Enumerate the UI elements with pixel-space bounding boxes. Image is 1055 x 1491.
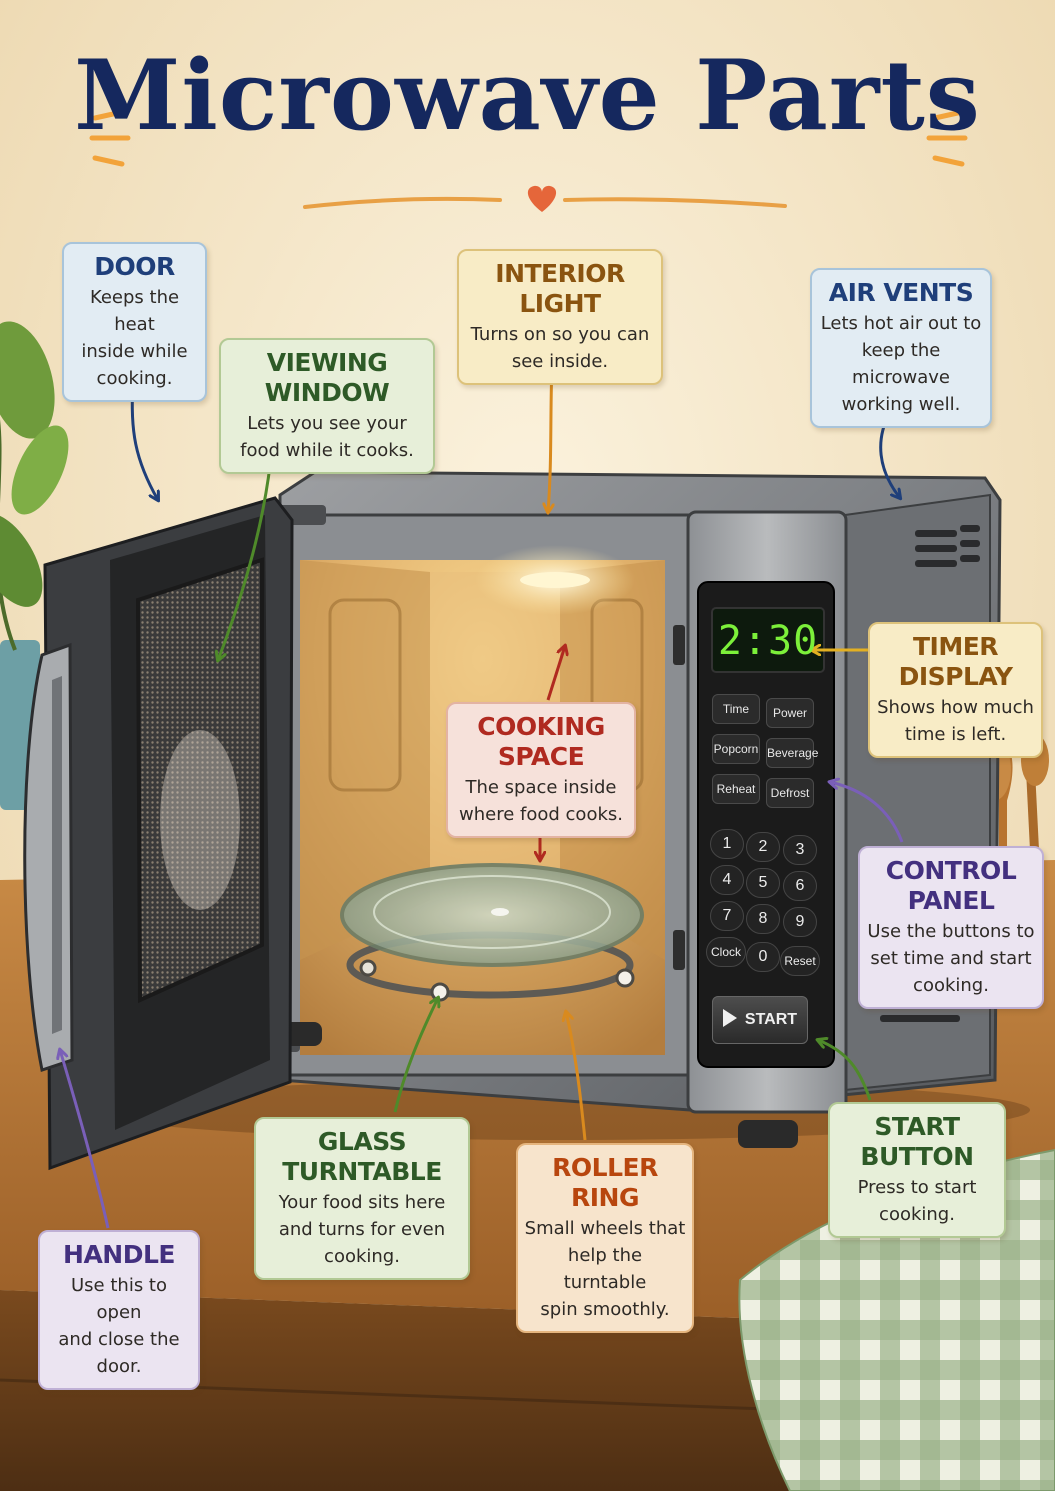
callout-text: Small wheels that	[524, 1218, 686, 1239]
callout-text: keep the microwave	[852, 340, 950, 388]
time-button[interactable]: Time	[712, 694, 760, 724]
callout-glass-turntable: GLASS TURNTABLE Your food sits here and …	[254, 1117, 470, 1280]
callout-text: see inside.	[511, 351, 609, 372]
heart-icon	[527, 185, 557, 212]
reheat-button[interactable]: Reheat	[712, 774, 760, 804]
callout-text: Shows how much	[877, 697, 1034, 718]
callout-title: CONTROL PANEL	[885, 856, 1017, 915]
callout-text: spin smoothly.	[540, 1299, 670, 1320]
viewing-window-arrow	[218, 447, 274, 660]
page-title: Microwave Parts	[74, 39, 981, 152]
start-button-label: START	[744, 1011, 798, 1028]
roller-ring-arrow	[566, 1012, 587, 1141]
roller-wheel	[615, 968, 635, 988]
keypad-9[interactable]: 9	[783, 907, 817, 937]
keypad-3[interactable]: 3	[783, 835, 817, 865]
callout-text: cooking.	[913, 975, 989, 996]
callout-air-vents: AIR VENTS Lets hot air out to keep the m…	[810, 268, 992, 428]
control-panel-arrow	[830, 782, 904, 843]
callout-title: INTERIOR LIGHT	[495, 259, 625, 318]
callout-text: Your food sits here	[278, 1192, 446, 1213]
beverage-button[interactable]: Beverage	[766, 738, 818, 768]
glass-turntable-arrow	[393, 998, 438, 1113]
callout-title: TIMER DISPLAY	[898, 632, 1013, 691]
callout-text: food while it cooks.	[240, 440, 414, 461]
callout-roller-ring: ROLLER RING Small wheels that help the t…	[516, 1143, 694, 1333]
callout-text: Use the buttons to	[867, 921, 1035, 942]
keypad-5[interactable]: 5	[746, 868, 780, 898]
popcorn-button[interactable]: Popcorn	[712, 734, 760, 764]
keypad-6[interactable]: 6	[783, 871, 817, 901]
callout-text: inside while	[81, 341, 188, 362]
callout-text: working well.	[841, 394, 961, 415]
callout-text: The space inside	[465, 777, 617, 798]
keypad-4[interactable]: 4	[710, 865, 744, 895]
clock-button[interactable]: Clock	[706, 937, 746, 967]
callout-text: where food cooks.	[459, 804, 623, 825]
callout-interior-light: INTERIOR LIGHT Turns on so you can see i…	[457, 249, 663, 385]
title-sparkles	[89, 109, 968, 167]
timer-display-readout: 2:30	[717, 618, 819, 664]
defrost-button[interactable]: Defrost	[766, 778, 814, 808]
callout-cooking-space: COOKING SPACE The space inside where foo…	[446, 702, 636, 838]
callout-text: Use this to open	[71, 1275, 167, 1323]
callout-text: and close the door.	[58, 1329, 180, 1377]
plant-decoration	[0, 321, 69, 810]
callout-start-button: START BUTTON Press to start cooking.	[828, 1102, 1006, 1238]
callout-title: GLASS TURNTABLE	[282, 1127, 442, 1186]
callout-text: cooking.	[324, 1246, 400, 1267]
callout-door: DOOR Keeps the heat inside while cooking…	[62, 242, 207, 402]
handle-arrow	[60, 1050, 110, 1229]
callout-title: ROLLER RING	[552, 1153, 658, 1212]
keypad-0[interactable]: 0	[746, 942, 780, 972]
keypad-2[interactable]: 2	[746, 832, 780, 862]
callout-text: Lets hot air out to	[820, 313, 982, 334]
callout-text: and turns for even	[278, 1219, 446, 1240]
cooking-space-up-arrow	[546, 646, 565, 701]
keypad-8[interactable]: 8	[746, 904, 780, 934]
callout-title: COOKING SPACE	[477, 712, 605, 771]
roller-wheel	[430, 982, 450, 1002]
viewing-window	[135, 557, 264, 1004]
callout-text: help the turntable	[563, 1245, 647, 1293]
callout-title: START BUTTON	[860, 1112, 974, 1171]
callout-text: set time and start	[870, 948, 1032, 969]
door-handle	[23, 642, 74, 1072]
start-button[interactable]: START	[712, 996, 808, 1044]
callout-control-panel: CONTROL PANEL Use the buttons to set tim…	[858, 846, 1044, 1009]
callout-viewing-window: VIEWING WINDOW Lets you see your food wh…	[219, 338, 435, 474]
roller-wheel	[359, 959, 377, 977]
callout-timer-display: TIMER DISPLAY Shows how much time is lef…	[868, 622, 1043, 758]
keypad-1[interactable]: 1	[710, 829, 744, 859]
reset-button[interactable]: Reset	[780, 946, 820, 976]
keypad-7[interactable]: 7	[710, 901, 744, 931]
callout-text: time is left.	[904, 724, 1007, 745]
start-button-arrow	[818, 1040, 872, 1101]
callout-text: cooking.	[96, 368, 173, 389]
callout-handle: HANDLE Use this to open and close the do…	[38, 1230, 200, 1390]
power-button[interactable]: Power	[766, 698, 814, 728]
callout-text: Lets you see your	[247, 413, 407, 434]
callout-text: cooking.	[879, 1204, 955, 1225]
glass-turntable	[340, 863, 644, 967]
title-underline	[303, 196, 502, 209]
callout-text: Keeps the heat	[89, 287, 180, 335]
play-icon	[722, 1009, 737, 1027]
timer-display-screen	[711, 607, 825, 673]
callout-text: Press to start	[857, 1177, 977, 1198]
interior-lamp	[520, 572, 590, 588]
callout-title: AIR VENTS	[828, 278, 974, 307]
callout-title: HANDLE	[63, 1240, 175, 1269]
callout-title: DOOR	[94, 252, 175, 281]
callout-title: VIEWING WINDOW	[264, 348, 390, 407]
callout-text: Turns on so you can	[470, 324, 650, 345]
